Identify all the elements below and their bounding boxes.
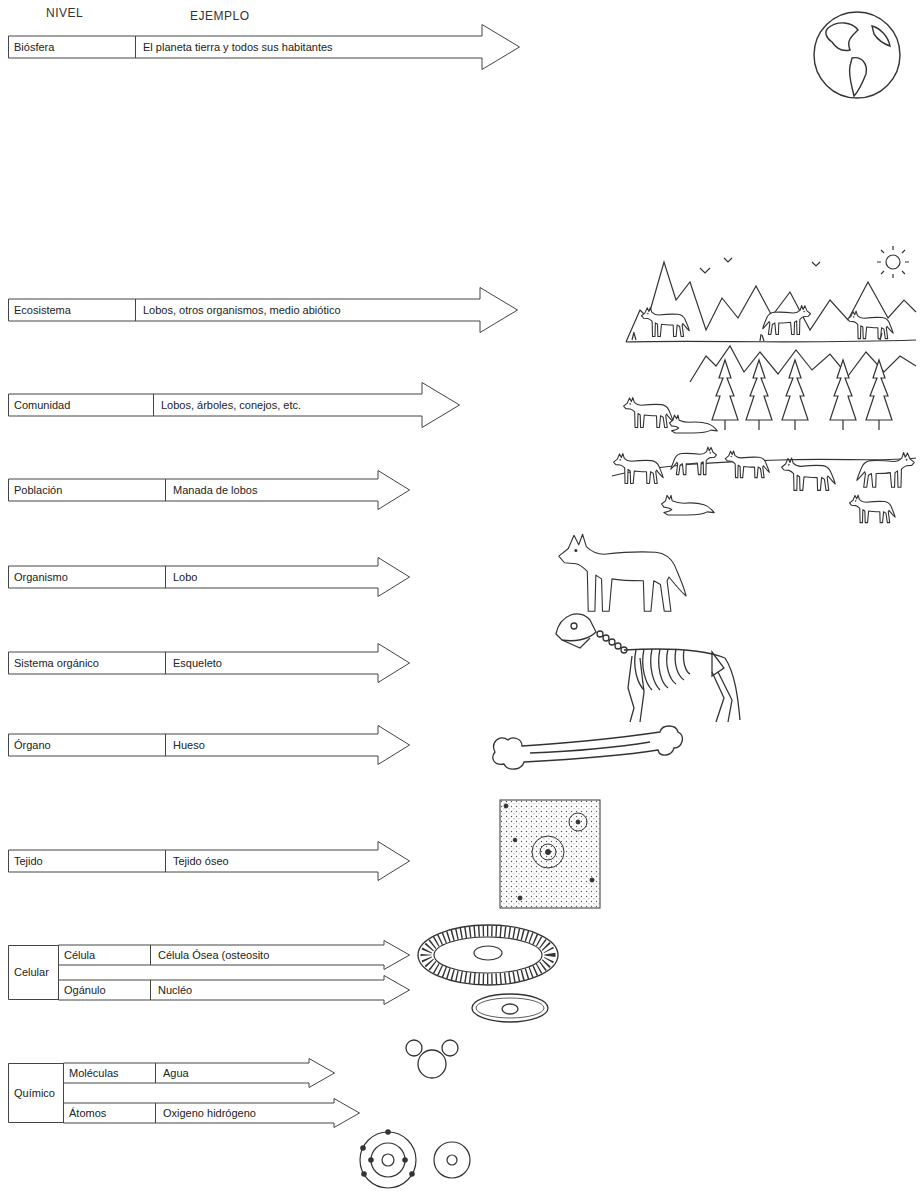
divider-line <box>153 394 154 416</box>
level-arrow: TejidoTejido óseo <box>8 841 410 881</box>
divider-line <box>165 734 166 756</box>
divider-line <box>165 850 166 872</box>
group-frame <box>9 946 59 1000</box>
level-arrow: ComunidadLobos, árboles, conejos, etc. <box>8 382 460 428</box>
divider-line <box>135 299 136 321</box>
node-outline <box>8 725 410 765</box>
divider-line <box>155 1063 156 1083</box>
earth-globe <box>814 12 900 98</box>
level-arrow: PoblaciónManada de lobos <box>8 470 410 510</box>
divider-line <box>165 652 166 674</box>
water-molecule <box>406 1040 458 1078</box>
arrow-outline <box>9 383 460 428</box>
divider-line <box>155 1103 156 1123</box>
level-name: Organismo <box>8 571 165 584</box>
example-text: Lobos, árboles, conejos, etc. <box>153 399 301 412</box>
arrow-outline <box>9 842 410 881</box>
wolf-skeleton <box>556 614 740 722</box>
level-name: Moléculas <box>63 1067 155 1080</box>
node-outline <box>8 557 410 597</box>
example-text: El planeta tierra y todos sus habitantes <box>135 41 333 54</box>
level-name: Átomos <box>63 1107 155 1120</box>
example-text: Célula Ósea (osteosito <box>150 949 269 962</box>
level-name: Ecosistema <box>8 304 135 317</box>
wolf-organism <box>559 534 686 611</box>
level-name: Población <box>8 484 165 497</box>
population-scene <box>612 447 916 523</box>
divider-line <box>150 945 151 965</box>
level-arrow: MoléculasAgua <box>63 1058 335 1088</box>
example-text: Agua <box>155 1067 189 1080</box>
ecosystem-scene <box>626 246 916 342</box>
example-text: Hueso <box>165 739 205 752</box>
arrow-outline <box>9 558 410 597</box>
level-arrow: Sistema orgánicoEsqueleto <box>8 643 410 683</box>
column-header: EJEMPLO <box>190 9 250 23</box>
bone-organ <box>493 726 683 769</box>
arrow-outline <box>9 288 518 333</box>
level-arrow: EcosistemaLobos, otros organismos, medio… <box>8 287 518 333</box>
level-name: Célula <box>58 949 150 962</box>
community-scene <box>624 346 916 433</box>
example-text: Esqueleto <box>165 657 222 670</box>
level-name: Biósfera <box>8 41 135 54</box>
level-name: Sistema orgánico <box>8 657 165 670</box>
example-text: Oxigeno hidrógeno <box>155 1107 256 1120</box>
column-header: NIVEL <box>46 6 83 20</box>
level-arrow: OgánuloNucléo <box>58 975 410 1005</box>
level-arrow: BiósferaEl planeta tierra y todos sus ha… <box>8 24 520 70</box>
level-arrow: ÓrganoHueso <box>8 725 410 765</box>
level-arrow: CélulaCélula Ósea (osteosito <box>58 940 410 970</box>
group-frame <box>9 1064 64 1123</box>
level-group: QuímicoMoléculasAguaÁtomosOxigeno hidróg… <box>8 1063 63 1123</box>
arrow-outline <box>64 1099 360 1128</box>
level-name: Tejido <box>8 855 165 868</box>
level-name: Comunidad <box>8 399 153 412</box>
group-name: Químico <box>8 1087 63 1100</box>
arrow-outline <box>59 976 410 1005</box>
nucleus-organelle <box>472 994 548 1022</box>
level-name: Órgano <box>8 739 165 752</box>
bone-cell <box>418 925 558 985</box>
example-text: Lobo <box>165 571 197 584</box>
divider-line <box>165 479 166 501</box>
level-name: Ogánulo <box>58 984 150 997</box>
arrow-outline <box>64 1059 335 1088</box>
level-arrow: OrganismoLobo <box>8 557 410 597</box>
divider-line <box>165 566 166 588</box>
example-text: Manada de lobos <box>165 484 257 497</box>
bone-tissue <box>500 800 600 908</box>
arrow-outline <box>9 471 410 510</box>
divider-line <box>150 980 151 1000</box>
arrow-outline <box>9 726 410 765</box>
node-outline <box>58 975 410 1005</box>
arrow-outline <box>9 25 520 70</box>
example-text: Lobos, otros organismos, medio abiótico <box>135 304 341 317</box>
group-name: Celular <box>8 966 58 979</box>
example-text: Nucléo <box>150 984 192 997</box>
header-row: NIVELEJEMPLO <box>0 0 97 14</box>
arrow-outline <box>9 644 410 683</box>
atoms <box>360 1130 470 1188</box>
level-arrow: ÁtomosOxigeno hidrógeno <box>63 1098 360 1128</box>
example-text: Tejido óseo <box>165 855 229 868</box>
divider-line <box>135 36 136 58</box>
level-group: CelularCélulaCélula Ósea (osteositoOgánu… <box>8 945 58 1000</box>
arrow-outline <box>59 941 410 970</box>
